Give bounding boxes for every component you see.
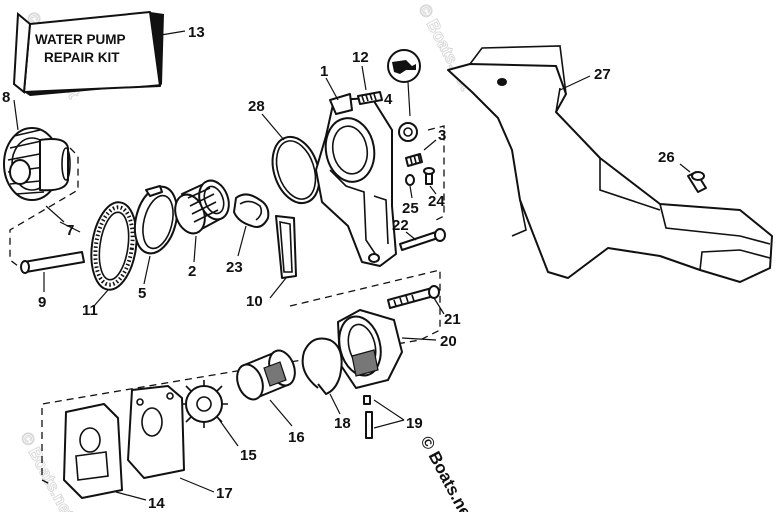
leader-5 bbox=[143, 255, 151, 285]
callout-21: 21 bbox=[444, 311, 461, 328]
lower-gasket bbox=[63, 403, 123, 499]
callout-10: 10 bbox=[246, 293, 263, 310]
leader-16 bbox=[269, 399, 293, 427]
callout-11: 11 bbox=[82, 302, 98, 319]
impeller-housing bbox=[337, 309, 403, 389]
screw-26 bbox=[687, 171, 707, 193]
thrust-bearing bbox=[90, 201, 138, 291]
callout-23: 23 bbox=[226, 259, 243, 276]
callout-8: 8 bbox=[2, 89, 10, 106]
thrust-washer bbox=[133, 185, 179, 255]
callout-27: 27 bbox=[594, 66, 611, 83]
callout-22: 22 bbox=[392, 217, 409, 234]
leader-7 bbox=[45, 205, 65, 223]
callout-13: 13 bbox=[188, 24, 205, 41]
callout-24: 24 bbox=[428, 193, 445, 210]
leader-10 bbox=[269, 277, 287, 299]
callout-3: 3 bbox=[438, 127, 446, 144]
callout-16: 16 bbox=[288, 429, 305, 446]
leader-19a bbox=[373, 399, 405, 421]
leader-25 bbox=[409, 185, 413, 199]
callout-1: 1 bbox=[320, 63, 328, 80]
callout-7: 7 bbox=[66, 222, 74, 239]
bracket-left bbox=[9, 147, 79, 267]
seal-4 bbox=[398, 122, 418, 142]
retaining-ring-18 bbox=[301, 337, 343, 395]
pump-housing bbox=[315, 93, 397, 267]
leader-22 bbox=[405, 231, 417, 241]
callout-18: 18 bbox=[334, 415, 351, 432]
callout-12: 12 bbox=[352, 49, 369, 66]
bolt-21 bbox=[387, 285, 440, 309]
screw-12 bbox=[357, 91, 383, 105]
leader-23 bbox=[237, 225, 247, 257]
callout-26: 26 bbox=[658, 149, 675, 166]
grease-tube-icon bbox=[387, 49, 421, 83]
leader-17 bbox=[179, 477, 215, 493]
leader-19b bbox=[373, 419, 405, 429]
small-gasket bbox=[233, 193, 270, 228]
washer-25 bbox=[405, 174, 415, 186]
leader-8 bbox=[13, 99, 19, 131]
leader-24 bbox=[429, 185, 437, 195]
leader-12 bbox=[361, 65, 367, 91]
leader-27 bbox=[559, 75, 591, 91]
leader-28 bbox=[261, 113, 285, 141]
leader-18 bbox=[329, 393, 341, 415]
leader-21 bbox=[433, 297, 445, 315]
watermark-bottom-center: © Boats.net bbox=[416, 433, 477, 512]
drive-pin bbox=[20, 251, 85, 274]
tall-gasket bbox=[275, 215, 297, 279]
leader-1 bbox=[325, 77, 339, 101]
needle-bearing bbox=[174, 179, 230, 235]
leader-15 bbox=[217, 417, 239, 447]
pins-19 bbox=[363, 395, 373, 439]
callout-2: 2 bbox=[188, 263, 196, 280]
impeller bbox=[180, 380, 228, 428]
leader-7b bbox=[59, 221, 81, 233]
callout-5: 5 bbox=[138, 285, 146, 302]
wear-plate bbox=[127, 385, 185, 479]
leader-11 bbox=[93, 289, 109, 307]
kit-label-line2: REPAIR KIT bbox=[44, 50, 120, 65]
leader-13 bbox=[154, 30, 186, 37]
pinion-gear bbox=[3, 127, 71, 201]
leader-3 bbox=[423, 139, 437, 151]
callout-15: 15 bbox=[240, 447, 257, 464]
callout-4: 4 bbox=[384, 91, 393, 108]
leader-20 bbox=[401, 337, 437, 341]
leader-14 bbox=[115, 491, 147, 501]
repair-kit-box: WATER PUMP REPAIR KIT bbox=[12, 11, 164, 96]
leader-4a bbox=[407, 81, 411, 117]
callout-28: 28 bbox=[248, 98, 265, 115]
callout-14: 14 bbox=[148, 495, 165, 512]
callout-9: 9 bbox=[38, 294, 46, 311]
kit-label-line1: WATER PUMP bbox=[35, 32, 126, 47]
callout-17: 17 bbox=[216, 485, 233, 502]
pump-cover-27 bbox=[447, 45, 773, 283]
callout-19: 19 bbox=[406, 415, 423, 432]
impeller-liner bbox=[236, 349, 296, 401]
callout-20: 20 bbox=[440, 333, 457, 350]
bolt-22 bbox=[399, 228, 446, 251]
spring-3 bbox=[405, 153, 423, 167]
leader-2 bbox=[193, 235, 197, 263]
callout-25: 25 bbox=[402, 200, 419, 217]
screw-24 bbox=[423, 167, 435, 185]
leader-26 bbox=[679, 163, 691, 173]
bracket-right bbox=[427, 125, 445, 223]
